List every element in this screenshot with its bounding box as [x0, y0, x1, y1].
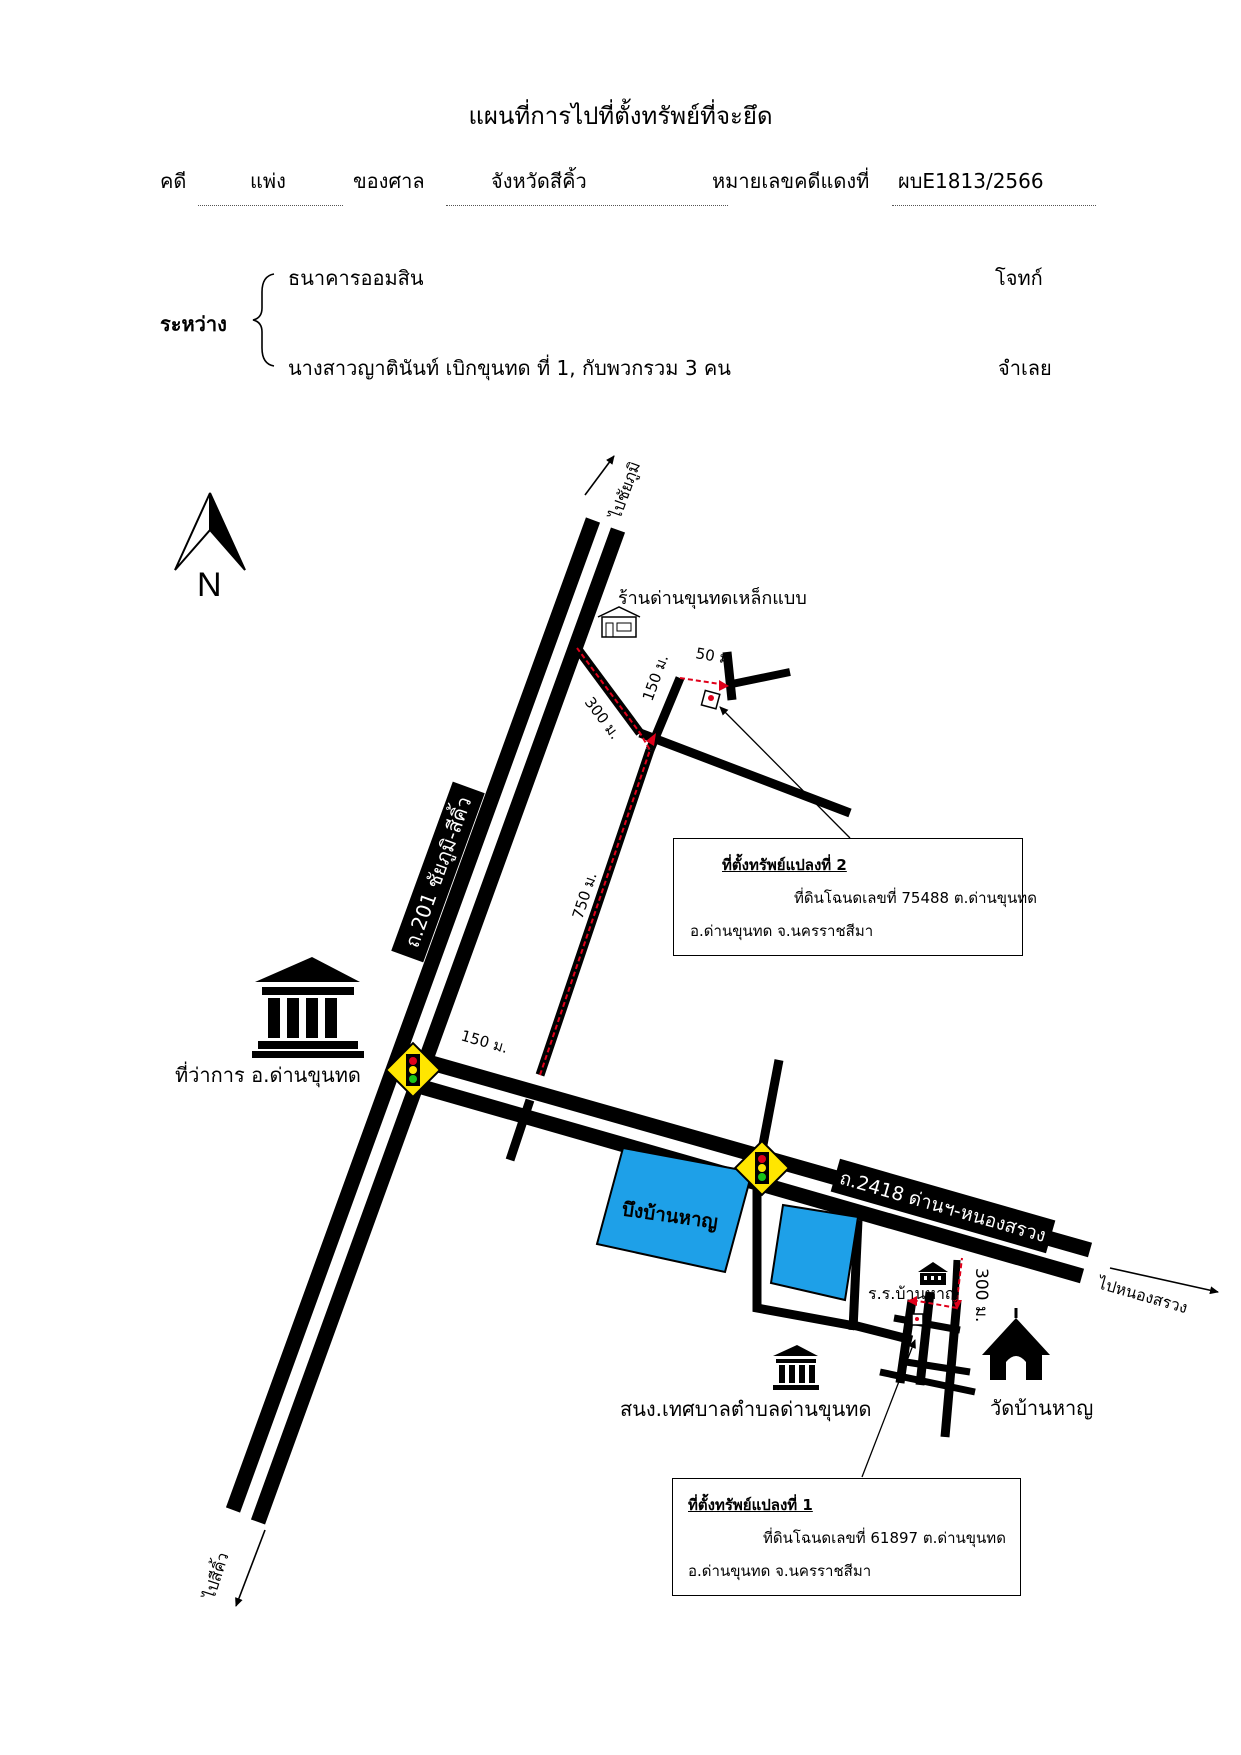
plot-1-marker-icon: [911, 1313, 924, 1326]
temple-icon: [982, 1308, 1050, 1380]
arrow-to-sikhio: [235, 1529, 266, 1607]
pond-small: [769, 1203, 860, 1302]
plot-2-leader-line: [719, 706, 851, 839]
to-chaiyaphum-label: ไปชัยภูมิ: [605, 459, 645, 524]
plot-2-callout: ที่ตั้งทรัพย์แปลงที่ 2 ที่ดินโฉนดเลขที่ …: [673, 838, 1037, 956]
case-type: แพ่ง: [250, 169, 286, 193]
traffic-light-icon: [733, 1139, 791, 1197]
red-case-number: ผบE1813/2566: [898, 169, 1044, 193]
traffic-light-icon: [384, 1041, 442, 1099]
route-path: [539, 647, 963, 1310]
red-case-label: หมายเลขคดีแดงที่: [712, 169, 870, 193]
page-title: แผนที่การไปที่ตั้งทรัพย์ที่จะยึด: [468, 102, 773, 130]
plot-1-deed: ที่ดินโฉนดเลขที่ 61897 ต.ด่านขุนทด: [763, 1529, 1006, 1547]
to-nong-sarong-label: ไปหนองสรวง: [1094, 1273, 1190, 1317]
local-roads-south: [752, 1059, 976, 1438]
distance-50m: 50 ม.: [694, 644, 735, 668]
case-label: คดี: [160, 169, 187, 193]
district-office-label: ที่ว่าการ อ.ด่านขุนทด: [175, 1061, 361, 1088]
highway-201: [225, 517, 626, 1525]
to-sikhio-label: ไปสีคิ้ว: [197, 1549, 232, 1603]
plot-1-title: ที่ตั้งทรัพย์แปลงที่ 1: [688, 1496, 813, 1514]
shop-icon: [597, 606, 641, 638]
defendant-role: จำเลย: [998, 356, 1052, 380]
court-name: จังหวัดสีคิ้ว: [491, 169, 587, 193]
plot-1-district: อ.ด่านขุนทด จ.นครราชสีมา: [688, 1562, 872, 1580]
between-label: ระหว่าง: [160, 312, 227, 336]
arrow-to-chaiyaphum: [584, 455, 615, 496]
plot-2-district: อ.ด่านขุนทด จ.นครราชสีมา: [690, 922, 874, 940]
plot-1-leader-line: [861, 1339, 916, 1478]
case-type-underline: [198, 205, 343, 206]
municipality-building-icon: [773, 1345, 819, 1390]
plot-2-deed: ที่ดินโฉนดเลขที่ 75488 ต.ด่านขุนทด: [794, 889, 1037, 907]
distance-300m-school: 300 ม.: [971, 1268, 991, 1322]
government-building-icon: [252, 957, 364, 1058]
distance-150m-main: 150 ม.: [459, 1027, 510, 1058]
plot-1-callout: ที่ตั้งทรัพย์แปลงที่ 1 ที่ดินโฉนดเลขที่ …: [672, 1478, 1021, 1596]
school-label: ร.ร.บ้านหาญ: [868, 1284, 959, 1303]
plaintiff-name: ธนาคารออมสิน: [288, 266, 424, 290]
plaintiff-role: โจทก์: [995, 266, 1043, 290]
distance-150m-b: 150 ม.: [639, 652, 672, 703]
temple-label: วัดบ้านหาญ: [990, 1396, 1093, 1420]
arrow-to-nong-sarong: [1109, 1267, 1219, 1295]
case-number-underline: [892, 205, 1096, 206]
court-name-underline: [446, 205, 728, 206]
north-label: N: [197, 566, 222, 604]
north-arrow-icon: [174, 492, 246, 571]
municipality-label: สนง.เทศบาลตำบลด่านขุนทด: [620, 1397, 871, 1422]
school-icon: [918, 1262, 948, 1285]
defendant-name: นางสาวญาตินันท์ เบิกขุนทด ที่ 1, กับพวกร…: [288, 356, 731, 380]
shop-label: ร้านด่านขุนทดเหล็กแบบ: [618, 586, 807, 609]
brace-icon: [252, 273, 275, 367]
court-label: ของศาล: [353, 169, 425, 193]
plot-2-marker-icon: [700, 689, 721, 710]
plot-2-title: ที่ตั้งทรัพย์แปลงที่ 2: [722, 856, 847, 874]
pond-ban-han: [595, 1146, 754, 1274]
